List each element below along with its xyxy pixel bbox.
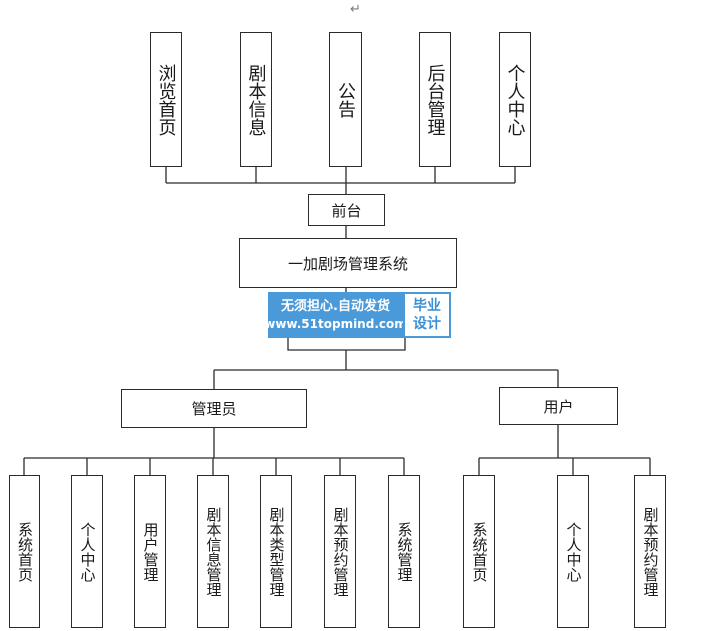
user-item-script-booking-management: 剧本预约管理 — [634, 475, 666, 628]
frontend-item-label: 浏览首页 — [155, 63, 177, 136]
frontend-item-label: 个人中心 — [504, 63, 526, 136]
watermark-badge-line1: 毕业 — [413, 298, 441, 314]
admin-item-label: 剧本类型管理 — [267, 506, 286, 597]
admin-item-script-type-management: 剧本类型管理 — [260, 475, 292, 628]
system-root: 一加剧场管理系统 — [239, 238, 457, 288]
system-root-label: 一加剧场管理系统 — [287, 254, 408, 273]
admin-item-system-management: 系统管理 — [388, 475, 420, 628]
admin-item-personal-center: 个人中心 — [71, 475, 103, 628]
watermark-badge-line2: 设计 — [413, 316, 441, 332]
user-item-personal-center: 个人中心 — [557, 475, 589, 628]
frontend-item-label: 后台管理 — [424, 63, 446, 136]
admin-item-system-home: 系统首页 — [9, 475, 40, 628]
frontend-item-script-info: 剧本信息 — [240, 32, 272, 167]
admin-item-user-management: 用户管理 — [134, 475, 166, 628]
admin-item-label: 系统管理 — [395, 521, 414, 582]
admin-item-script-info-management: 剧本信息管理 — [197, 475, 229, 628]
watermark-badge: 毕业 设计 — [403, 292, 451, 338]
user-node: 用户 — [499, 387, 618, 425]
admin-item-label: 用户管理 — [141, 521, 160, 582]
watermark-text-panel: 无须担心.自动发货 www.51topmind.com — [264, 292, 407, 338]
user-node-label: 用户 — [543, 397, 574, 416]
user-item-label: 剧本预约管理 — [641, 506, 660, 597]
frontend-item-label: 剧本信息 — [245, 63, 267, 136]
watermark-url: www.51topmind.com — [264, 317, 407, 331]
user-item-label: 个人中心 — [564, 521, 583, 582]
frontend-item-announcement: 公告 — [329, 32, 362, 167]
paragraph-mark-icon: ↵ — [350, 2, 361, 17]
admin-item-script-booking-management: 剧本预约管理 — [324, 475, 356, 628]
frontend-hub: 前台 — [308, 194, 385, 226]
admin-node-label: 管理员 — [191, 400, 237, 418]
watermark-slogan: 无须担心.自动发货 — [281, 299, 390, 314]
user-item-system-home: 系统首页 — [463, 475, 495, 628]
frontend-item-personal-center: 个人中心 — [499, 32, 531, 167]
admin-item-label: 剧本预约管理 — [331, 506, 350, 597]
admin-item-label: 剧本信息管理 — [204, 506, 223, 597]
frontend-hub-label: 前台 — [331, 201, 362, 220]
admin-node: 管理员 — [121, 389, 307, 428]
admin-item-label: 个人中心 — [78, 521, 97, 582]
frontend-item-label: 公告 — [335, 81, 356, 118]
watermark-banner: 无须担心.自动发货 www.51topmind.com 毕业 设计 — [264, 292, 451, 338]
admin-item-label: 系统首页 — [16, 521, 34, 582]
frontend-item-backend-management: 后台管理 — [419, 32, 451, 167]
frontend-item-browse-home: 浏览首页 — [150, 32, 182, 167]
user-item-label: 系统首页 — [470, 521, 489, 582]
